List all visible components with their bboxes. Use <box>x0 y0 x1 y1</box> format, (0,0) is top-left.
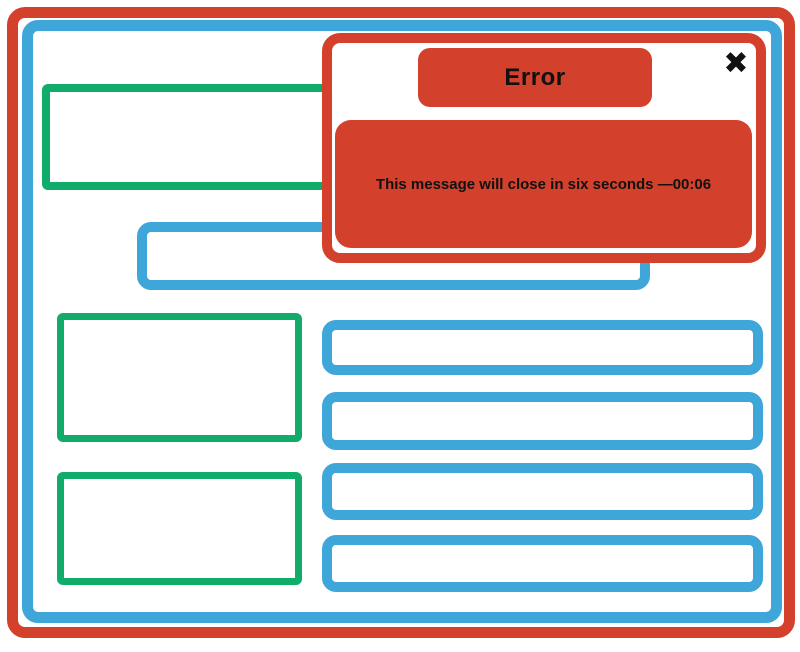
modal-message-text: This message will close in six seconds <box>375 175 654 193</box>
page-outer-red-frame <box>7 7 795 638</box>
modal-title-badge: Error <box>418 48 652 107</box>
modal-message-line: This message will close in six seconds —… <box>376 176 711 193</box>
close-button[interactable]: ✖ <box>716 44 756 84</box>
page-inner-blue-frame <box>22 20 782 623</box>
error-modal: Error ✖ This message will close in six s… <box>322 33 766 263</box>
modal-message-banner: This message will close in six seconds —… <box>335 120 752 248</box>
placeholder-left-card-1 <box>57 313 302 442</box>
placeholder-right-row-1 <box>322 320 763 375</box>
placeholder-left-card-2 <box>57 472 302 585</box>
placeholder-right-row-3 <box>322 463 763 520</box>
modal-title-text: Error <box>504 63 566 91</box>
modal-countdown: —00:06 <box>657 175 712 193</box>
placeholder-right-row-4 <box>322 535 763 592</box>
placeholder-right-row-2 <box>322 392 763 450</box>
close-icon: ✖ <box>723 46 749 81</box>
